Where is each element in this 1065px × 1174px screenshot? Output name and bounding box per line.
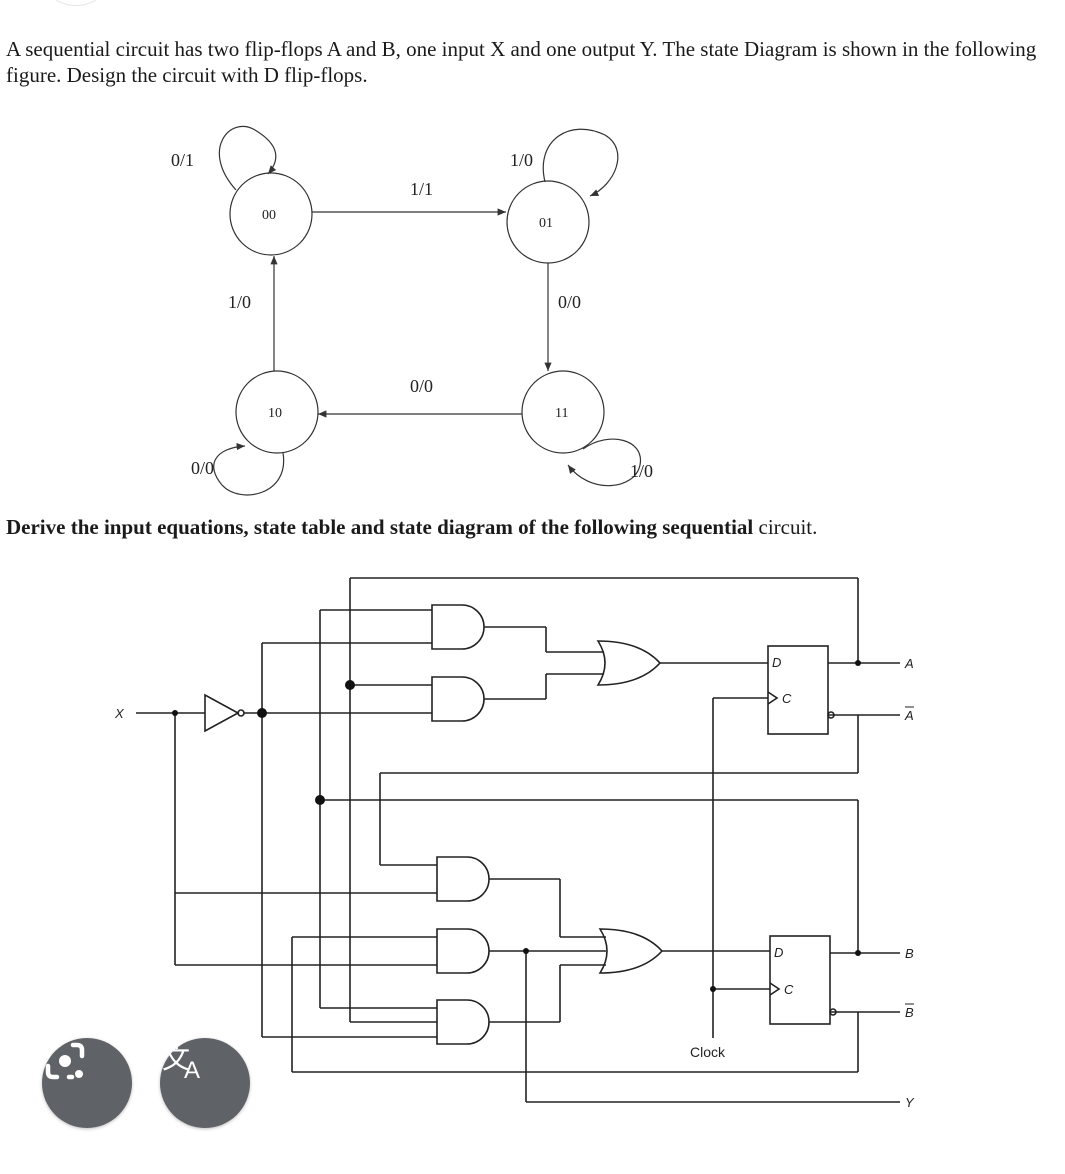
and-gate-2 — [431, 676, 485, 722]
junction-clock — [710, 986, 716, 992]
label-y: Y — [905, 1095, 915, 1110]
loop-01 — [542, 128, 619, 197]
ff-a-clock-triangle — [767, 691, 779, 705]
junction-a-out — [855, 660, 861, 666]
label-a: A — [904, 656, 914, 671]
and-gate-4 — [436, 928, 490, 974]
junction-a — [345, 680, 355, 690]
state-01-label: 01 — [539, 216, 553, 231]
junction-y — [523, 948, 529, 954]
label-clock: Clock — [690, 1044, 726, 1060]
svg-text:文: 文 — [162, 1042, 190, 1075]
state-00-label: 00 — [262, 208, 276, 223]
junction-b-out — [855, 950, 861, 956]
svg-text:A: A — [184, 1057, 200, 1084]
label-11-self: 1/0 — [630, 461, 653, 481]
or-gate-1 — [596, 640, 662, 686]
loop-11 — [567, 438, 641, 487]
ff-a-c-label: C — [782, 691, 792, 706]
label-10-00: 1/0 — [228, 292, 251, 312]
label-a-bar: A — [904, 708, 914, 723]
translate-icon: 文 A — [162, 1042, 200, 1084]
label-01-11: 0/0 — [558, 292, 581, 312]
inverter-gate — [204, 693, 240, 733]
label-11-10: 0/0 — [410, 376, 433, 396]
junction-x — [172, 710, 178, 716]
loop-10 — [213, 442, 285, 496]
label-10-self: 0/0 — [191, 458, 214, 478]
and-gate-1 — [431, 604, 485, 650]
state-10-label: 10 — [268, 406, 282, 421]
junction-x-bar — [257, 708, 267, 718]
translate-button[interactable]: 文 A — [160, 1038, 250, 1128]
ff-a-bar-bubble — [827, 711, 835, 719]
label-b: B — [905, 946, 914, 961]
loop-00 — [218, 125, 277, 191]
label-00-self: 0/1 — [171, 150, 194, 170]
or-gate-2 — [598, 928, 664, 974]
flip-flop-b — [769, 935, 831, 1025]
and-gate-3 — [436, 856, 490, 902]
label-01-self: 1/0 — [510, 150, 533, 170]
google-lens-button[interactable] — [42, 1038, 132, 1128]
ff-b-d-label: D — [774, 945, 783, 960]
ff-b-clock-triangle — [769, 982, 781, 996]
state-11-label: 11 — [555, 406, 568, 421]
label-00-01: 1/1 — [410, 179, 433, 199]
ff-a-d-label: D — [772, 655, 781, 670]
label-x: X — [114, 706, 125, 721]
label-b-bar: B — [905, 1005, 914, 1020]
flip-flop-a — [767, 645, 829, 735]
state-11-circle — [521, 370, 605, 454]
ff-b-bar-bubble — [829, 1008, 837, 1016]
ff-b-c-label: C — [784, 982, 794, 997]
prompt-bold-text: Derive the input equations, state table … — [6, 515, 754, 539]
prompt-normal-text: circuit. — [753, 515, 818, 539]
and-gate-5 — [436, 999, 490, 1045]
question-text: A sequential circuit has two flip-flops … — [6, 37, 1037, 87]
circuit-prompt: Derive the input equations, state table … — [6, 514, 1061, 540]
lens-camera-icon — [45, 1042, 85, 1080]
junction-b — [315, 795, 325, 805]
